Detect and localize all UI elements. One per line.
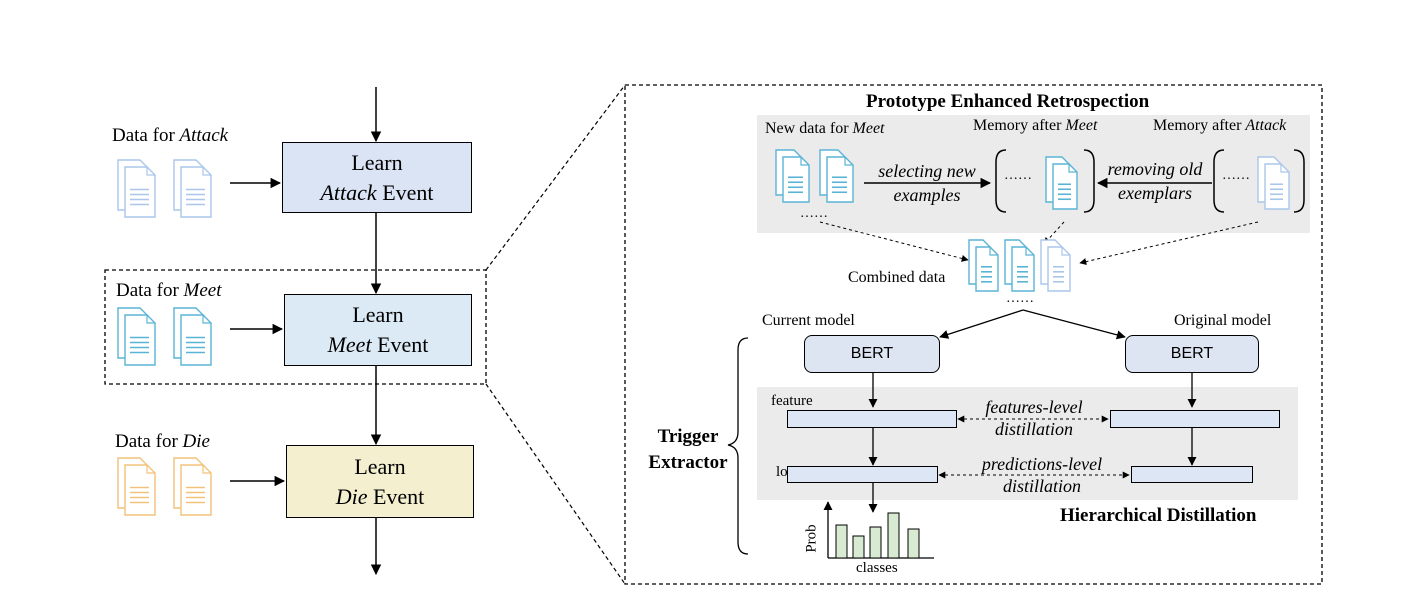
learn-label: Learn bbox=[354, 453, 406, 479]
document-icon bbox=[173, 307, 212, 366]
current-model-label: Current model bbox=[762, 312, 855, 329]
distillation-title: Hierarchical Distillation bbox=[1060, 505, 1257, 526]
ellipsis-memory-meet: …… bbox=[1004, 168, 1032, 183]
trigger-extractor-label: Trigger Extractor bbox=[648, 426, 728, 473]
logit-bar-current bbox=[787, 466, 938, 483]
document-icon bbox=[1040, 239, 1071, 292]
event-suffix: Event bbox=[371, 332, 429, 357]
data-label-die: Data for Die bbox=[115, 431, 210, 452]
document-icon bbox=[1257, 156, 1290, 210]
combined-data-label: Combined data bbox=[848, 269, 946, 286]
learn-label: Learn bbox=[351, 149, 403, 175]
hist-bar bbox=[835, 524, 848, 559]
memory-meet-bracket-left bbox=[995, 149, 1007, 213]
event-name: Attack bbox=[320, 179, 377, 205]
feature-bar-current bbox=[787, 410, 957, 428]
document-icon bbox=[117, 307, 156, 366]
document-icon bbox=[1045, 156, 1078, 210]
document-icons bbox=[117, 149, 1290, 516]
feature-label: feature bbox=[771, 393, 813, 409]
zoom-line-top bbox=[485, 84, 626, 271]
hist-bar bbox=[887, 512, 900, 559]
bert-original: BERT bbox=[1125, 335, 1259, 373]
data-label-attack: Data for Attack bbox=[112, 125, 229, 146]
trigger-extractor-brace bbox=[727, 337, 749, 555]
hist-bar bbox=[869, 526, 882, 559]
removing-label: removing old exemplars bbox=[1107, 159, 1203, 203]
hist-bar bbox=[907, 528, 920, 559]
original-model-label: Original model bbox=[1174, 312, 1272, 329]
combine-arrow-attack bbox=[1079, 221, 1259, 265]
new-data-label: New data for Meet bbox=[765, 120, 885, 137]
event-name: Meet bbox=[327, 332, 372, 357]
learn-attack-box: Learn Attack Event bbox=[282, 142, 472, 213]
document-icon bbox=[968, 239, 999, 292]
zoom-frame bbox=[624, 84, 1323, 585]
document-icon bbox=[775, 149, 810, 203]
split-arrow-current bbox=[939, 309, 1024, 339]
memory-meet-bracket-right bbox=[1083, 149, 1095, 213]
event-suffix: Event bbox=[376, 179, 434, 205]
bert-current: BERT bbox=[804, 335, 940, 373]
document-icon bbox=[173, 457, 212, 516]
selecting-label: selecting new examples bbox=[878, 161, 976, 205]
learn-label: Learn bbox=[352, 302, 404, 327]
ellipsis-new: …… bbox=[800, 206, 828, 221]
learn-die-box: Learn Die Event bbox=[286, 445, 474, 518]
zoom-line-bottom bbox=[485, 383, 626, 585]
ellipsis-combined: …… bbox=[1006, 291, 1034, 306]
data-label-meet: Data for Meet bbox=[116, 280, 222, 301]
split-arrow-original bbox=[1022, 309, 1126, 340]
memory-attack-bracket-left bbox=[1213, 149, 1225, 213]
classes-axis-label: classes bbox=[856, 560, 898, 576]
prob-axis-label: Prob bbox=[803, 524, 820, 553]
memory-attack-bracket-right bbox=[1293, 149, 1305, 213]
event-suffix: Event bbox=[367, 483, 425, 509]
memory-attack-label: Memory after Attack bbox=[1153, 117, 1287, 134]
document-icon bbox=[173, 159, 212, 218]
event-name: Die bbox=[335, 483, 368, 509]
ellipsis-memory-attack: …… bbox=[1222, 168, 1250, 183]
retrospection-title: Prototype Enhanced Retrospection bbox=[866, 91, 1150, 112]
predictions-level-label: predictions-level distillation bbox=[981, 454, 1103, 496]
logit-bar-original bbox=[1131, 466, 1253, 483]
features-level-label: features-level distillation bbox=[985, 397, 1083, 439]
memory-meet-label: Memory after Meet bbox=[973, 117, 1098, 134]
document-icon bbox=[1004, 239, 1035, 292]
learn-meet-box: Learn Meet Event bbox=[284, 294, 472, 366]
combine-arrow-new bbox=[819, 221, 969, 262]
document-icon bbox=[819, 149, 854, 203]
document-icon bbox=[117, 457, 156, 516]
document-icon bbox=[117, 159, 156, 218]
meet-highlight-frame bbox=[104, 269, 487, 385]
hist-bar bbox=[852, 535, 865, 559]
feature-bar-original bbox=[1110, 410, 1280, 428]
